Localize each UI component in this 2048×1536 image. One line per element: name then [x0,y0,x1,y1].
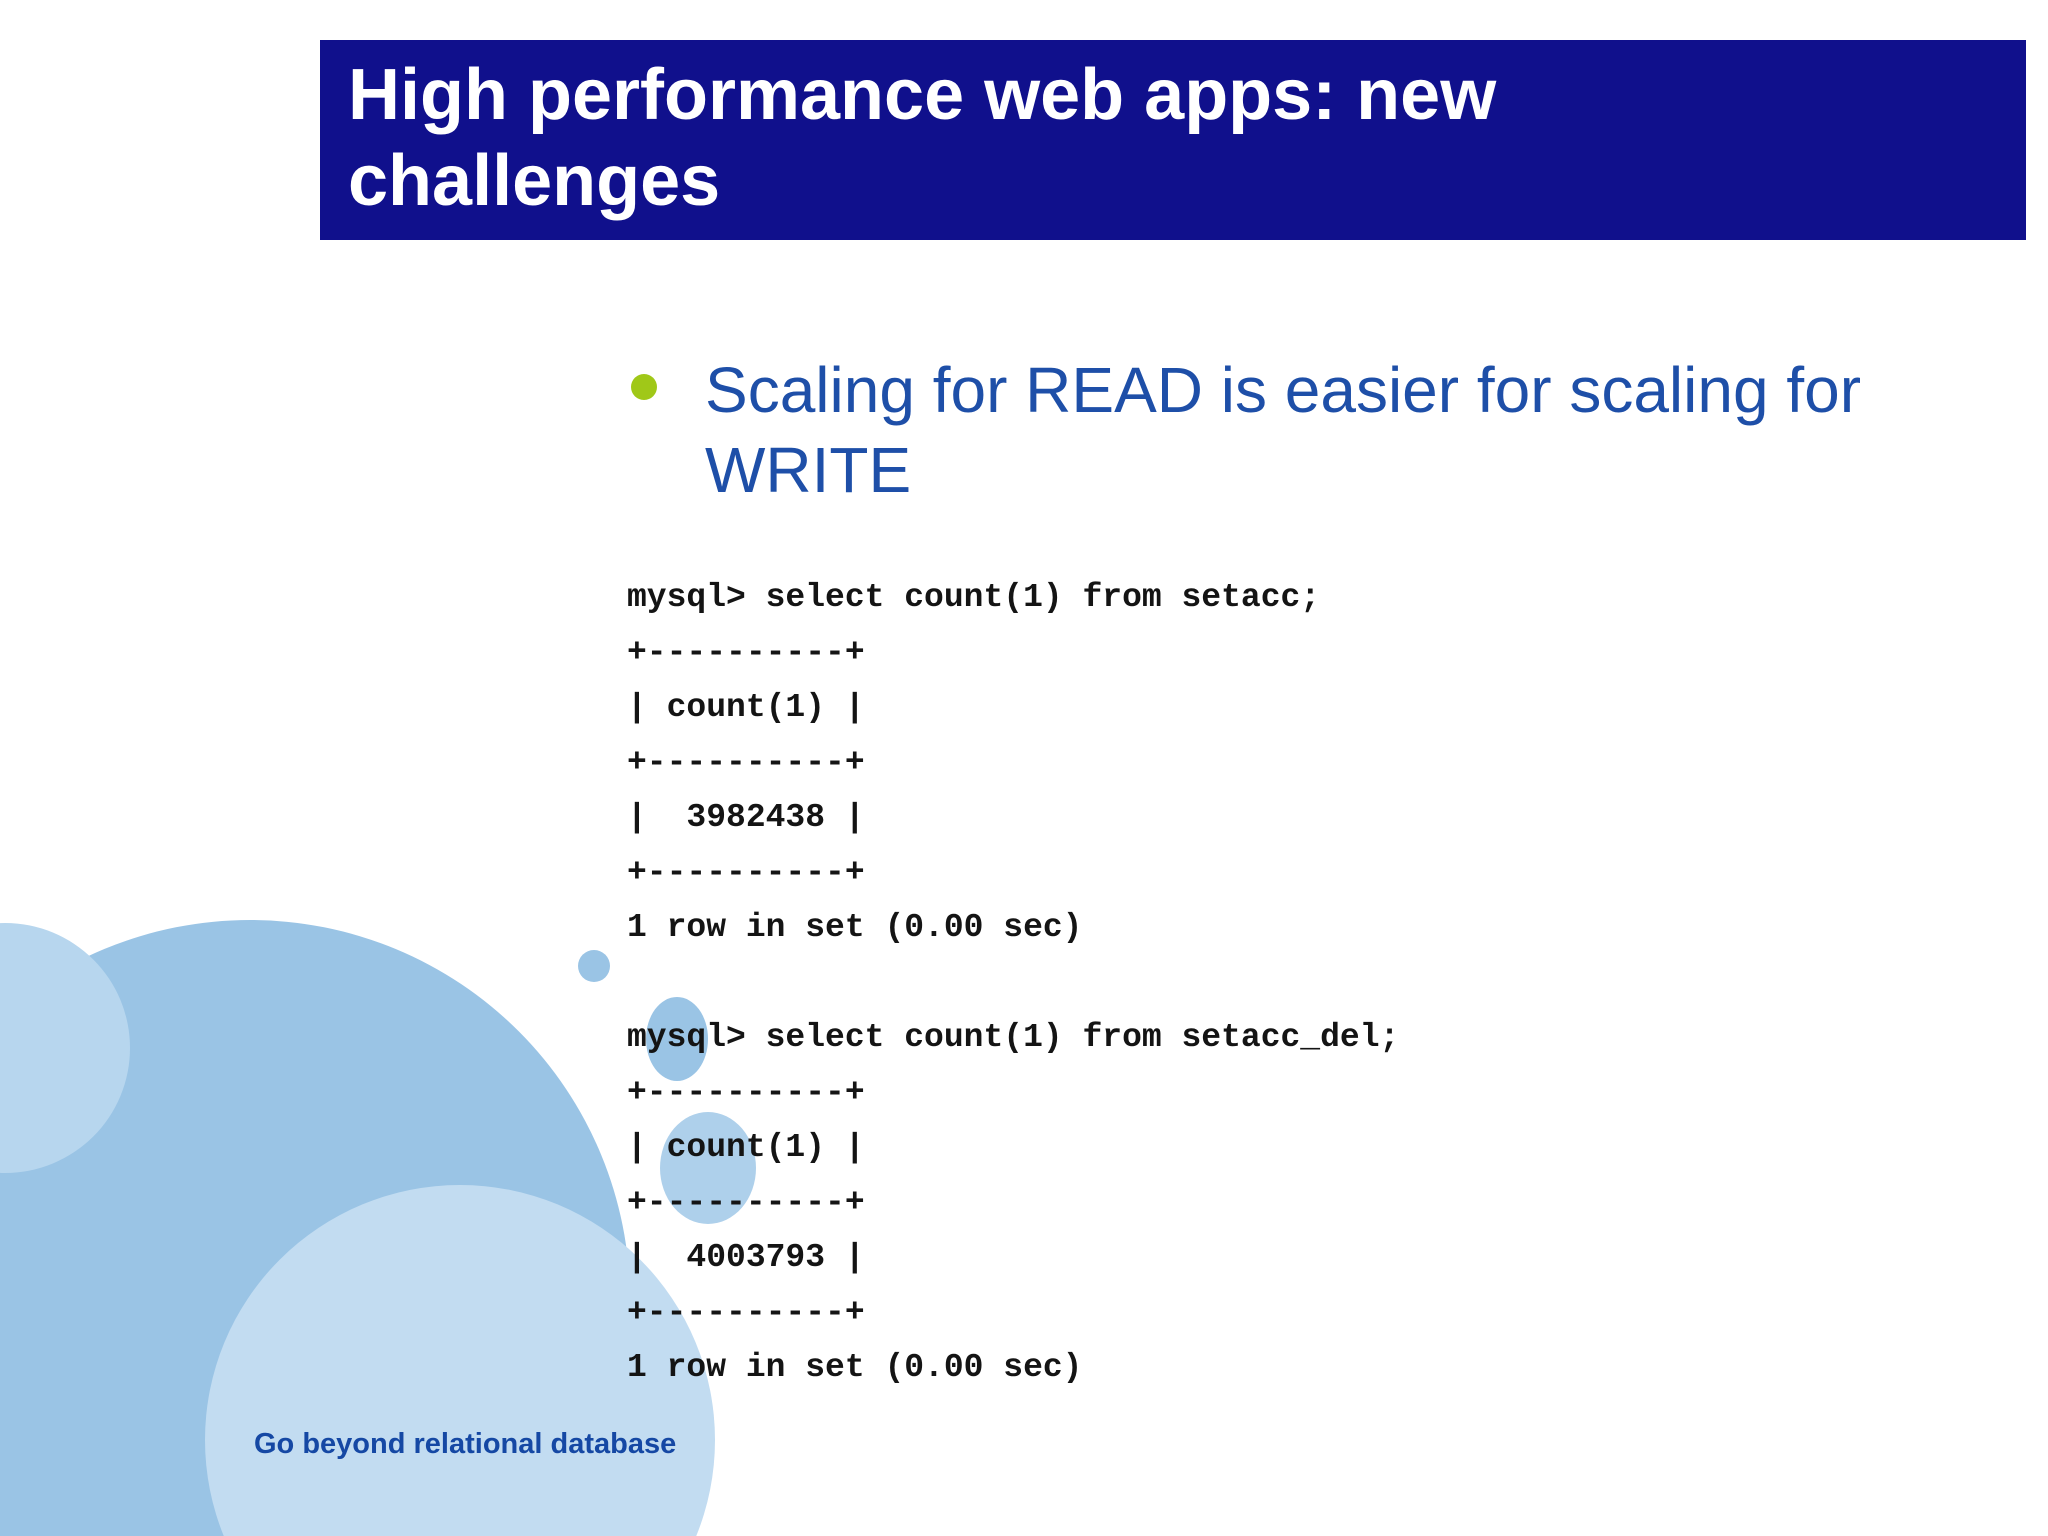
bullet-marker-icon [631,374,657,400]
mysql-output-block-1: mysql> select count(1) from setacc; +---… [627,579,1321,946]
background-circle-code-medium [660,1112,756,1224]
bullet-text: Scaling for READ is easier for scaling f… [705,354,1861,506]
page-title: High performance web apps: new challenge… [348,55,1497,221]
background-dot [578,950,610,982]
bullet-item: Scaling for READ is easier for scaling f… [631,350,2015,510]
title-banner: High performance web apps: new challenge… [320,40,2026,240]
footer-tagline: Go beyond relational database [254,1428,677,1460]
mysql-output-block-2: mysql> select count(1) from setacc_del; … [627,1019,1400,1386]
background-circle-code-small [646,997,708,1081]
